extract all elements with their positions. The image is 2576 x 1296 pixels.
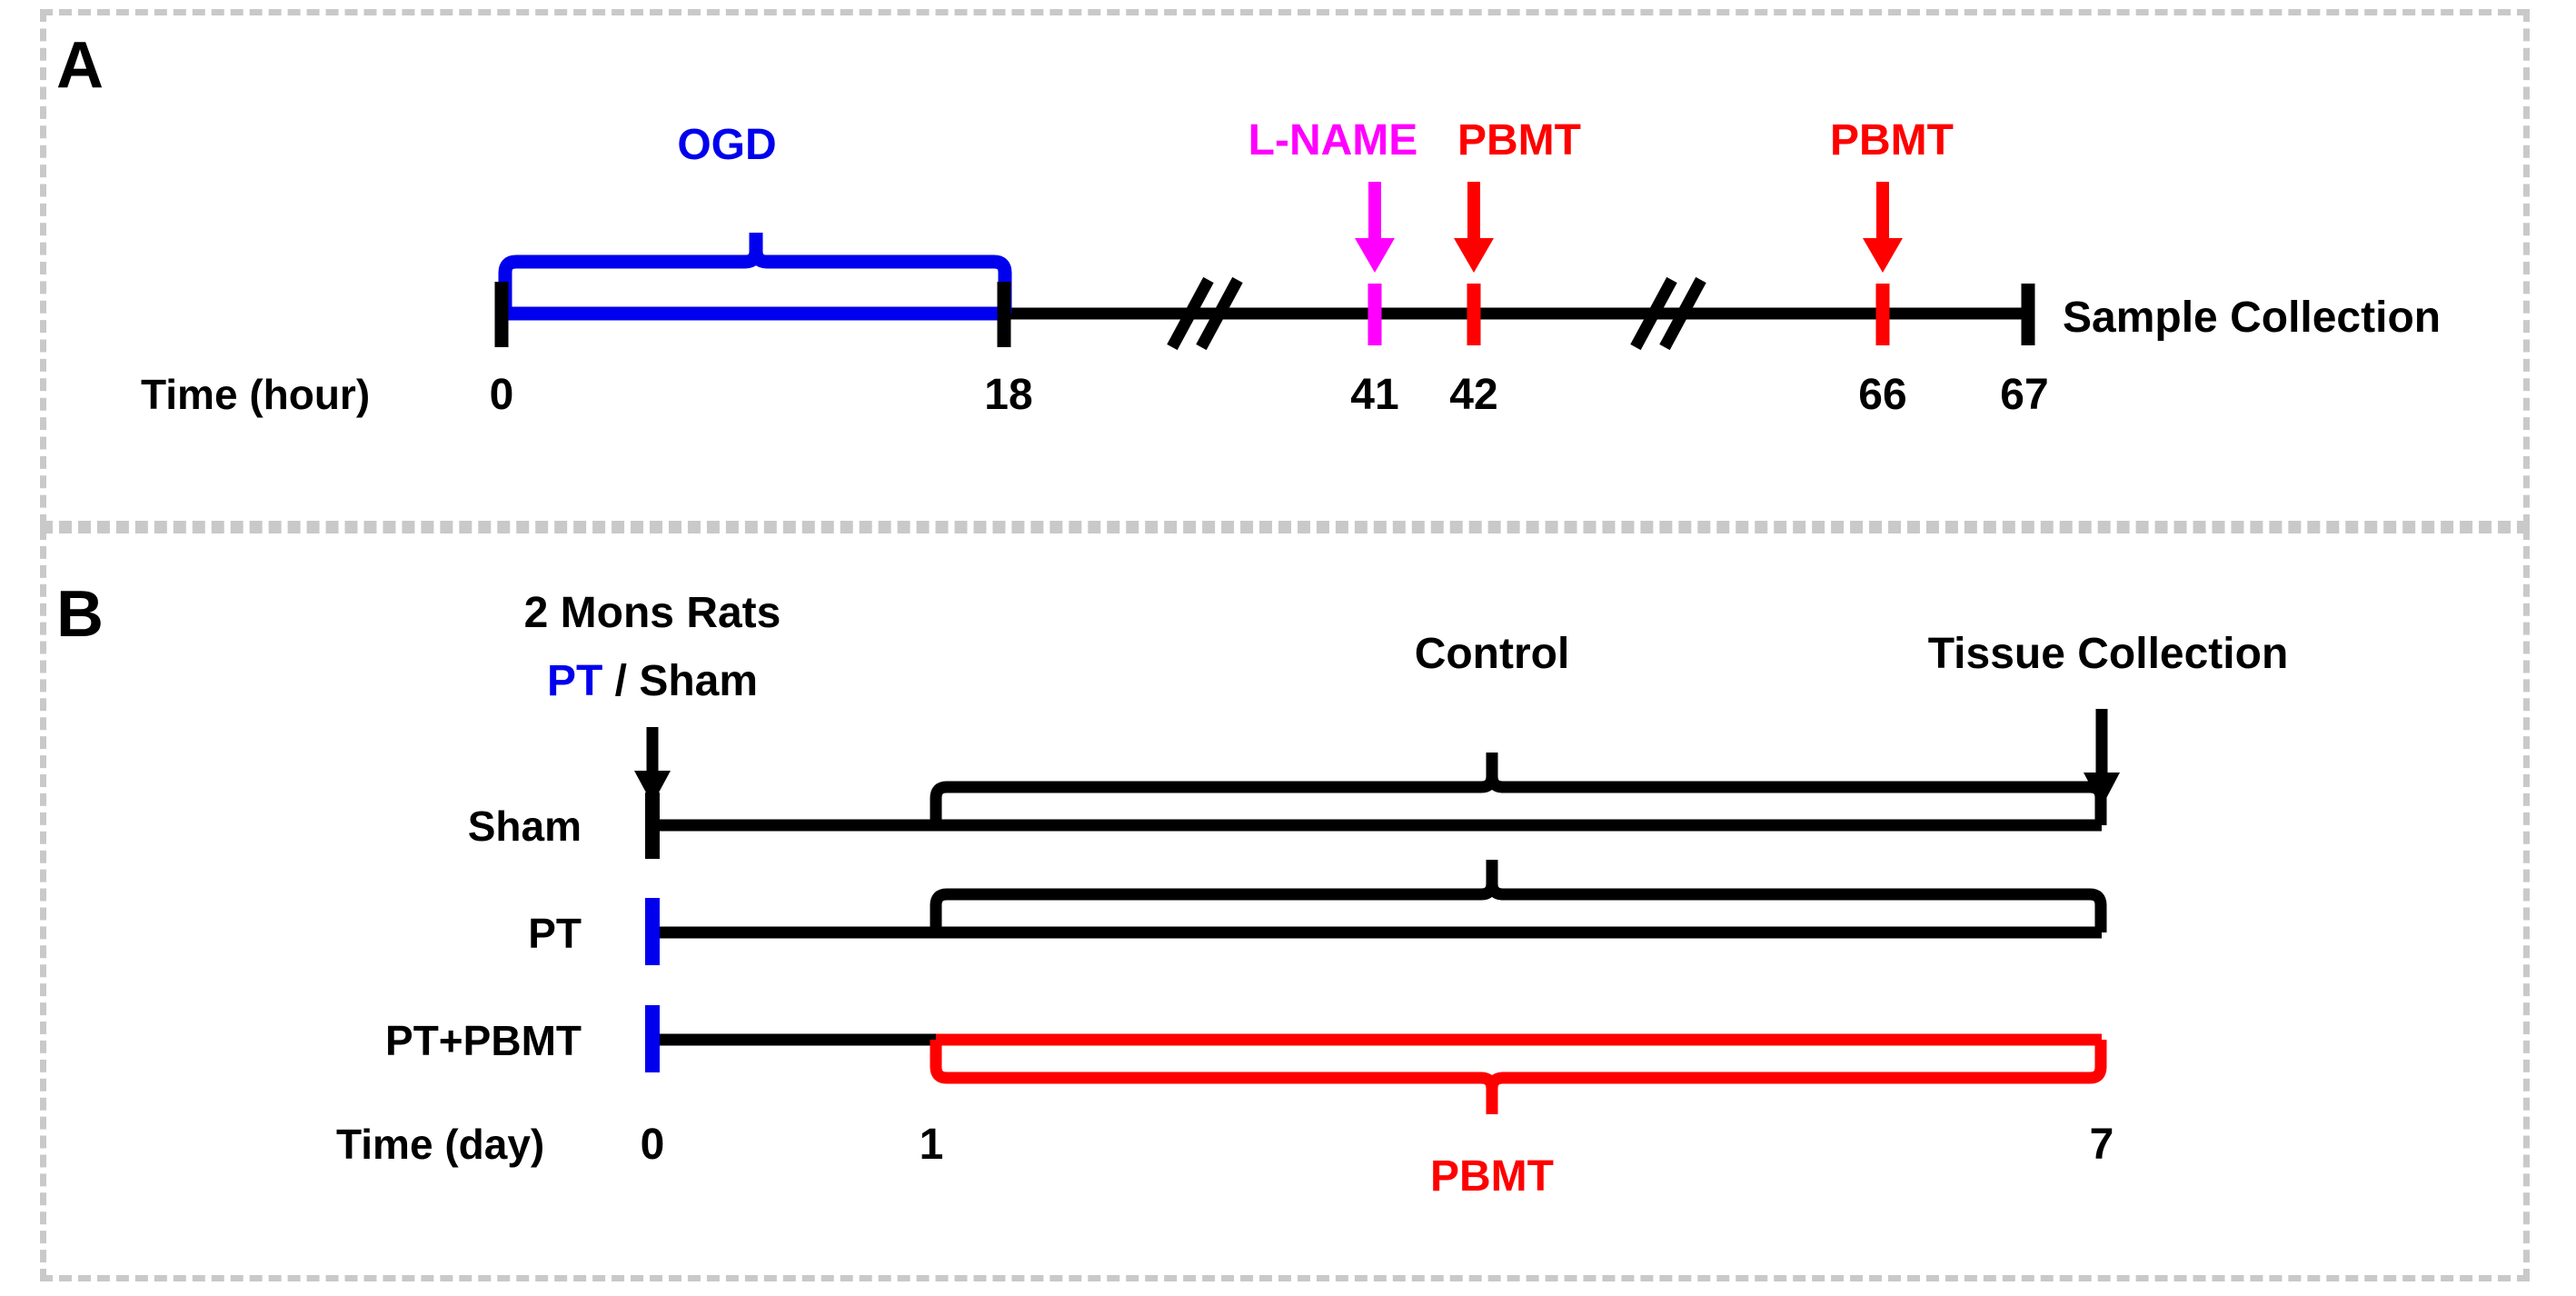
ogd-brace xyxy=(498,233,1012,314)
pt-sham-arrow-icon xyxy=(634,727,671,804)
pbmt-42-arrow-icon xyxy=(1454,182,1494,273)
panel-a-axis-label: Time (hour) xyxy=(141,371,370,418)
panel-b-header-pt: PT xyxy=(547,657,602,705)
sham-control-brace xyxy=(930,753,2107,825)
tick-label-hour-41: 41 xyxy=(1350,371,1398,419)
tissue-collection-label: Tissue Collection xyxy=(1928,630,2289,678)
row-label-pt-pbmt: PT+PBMT xyxy=(385,1017,582,1064)
tick-label-day-0: 0 xyxy=(641,1121,665,1169)
panel-b-frame xyxy=(40,527,2530,1281)
ogd-label: OGD xyxy=(677,121,776,169)
axis-break-1 xyxy=(1167,276,1243,351)
panel-a-letter: A xyxy=(56,29,104,102)
pbmt-66-arrow-icon xyxy=(1863,182,1903,273)
axis-break-2 xyxy=(1630,276,1706,351)
lname-label: L-NAME xyxy=(1248,116,1418,164)
tick-label-day-1: 1 xyxy=(920,1121,944,1169)
panel-b-letter: B xyxy=(56,578,104,651)
panel-a-frame xyxy=(40,9,2530,527)
row-label-pt: PT xyxy=(528,910,582,957)
panel-b-header-rats: 2 Mons Rats xyxy=(524,589,781,637)
pbmt-span-label: PBMT xyxy=(1430,1152,1554,1201)
lname-arrow-icon xyxy=(1355,182,1395,273)
tick-label-hour-18: 18 xyxy=(984,371,1032,419)
tick-label-hour-0: 0 xyxy=(490,371,514,419)
panel-b-axis-label: Time (day) xyxy=(336,1121,544,1168)
pbmt-42-label: PBMT xyxy=(1457,116,1581,164)
tick-label-hour-66: 66 xyxy=(1858,371,1906,419)
pt-control-brace xyxy=(930,860,2107,932)
sample-collection-label: Sample Collection xyxy=(2063,294,2441,342)
row-label-sham: Sham xyxy=(468,803,582,850)
tick-label-hour-67: 67 xyxy=(2000,371,2048,419)
ptpbmt-brace xyxy=(930,1040,2107,1114)
tick-label-day-7: 7 xyxy=(2090,1121,2114,1169)
panel-b-header-sham: / Sham xyxy=(602,657,758,705)
pbmt-66-label: PBMT xyxy=(1830,116,1954,164)
tick-label-hour-42: 42 xyxy=(1449,371,1497,419)
panel-b-header-pt-sham: PT / Sham xyxy=(547,657,758,705)
control-label: Control xyxy=(1415,630,1570,678)
